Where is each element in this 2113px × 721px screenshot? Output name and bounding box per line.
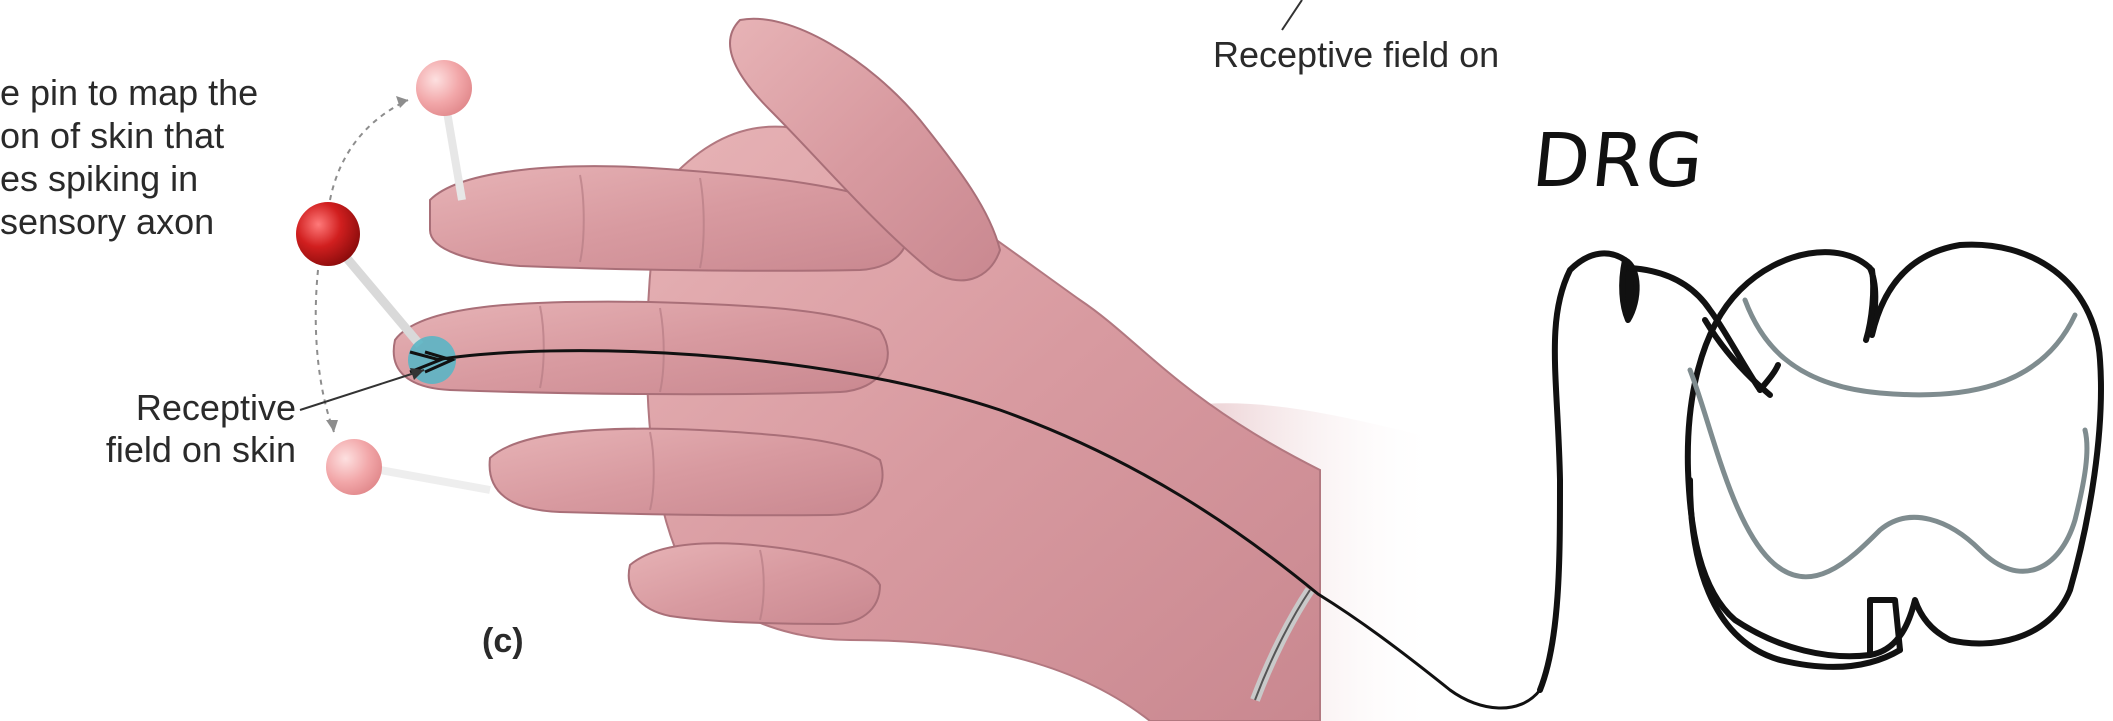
middle-finger xyxy=(394,302,888,395)
lower-pin-shaft xyxy=(380,470,490,490)
panel-letter: (c) xyxy=(482,620,524,662)
instruction-line: on of skin that xyxy=(0,115,258,158)
pin-path-arc-down xyxy=(316,270,334,432)
spinal-cord-sketch xyxy=(1540,245,2101,690)
active-pin-shaft xyxy=(340,250,420,345)
receptive-field-top-label: Receptive field on xyxy=(1213,34,1499,76)
instruction-line: e pin to map the xyxy=(0,72,258,115)
receptive-field-label-line: Receptive xyxy=(0,387,296,429)
instruction-line: sensory axon xyxy=(0,201,258,244)
receptive-field-leader xyxy=(300,370,424,410)
drg-annotation: DRG xyxy=(1531,140,1707,182)
instruction-line: es spiking in xyxy=(0,158,258,201)
receptive-field-label: Receptive field on skin xyxy=(0,387,296,471)
ring-finger xyxy=(490,429,883,516)
lower-pin-head xyxy=(326,439,382,495)
receptive-field-label-line: field on skin xyxy=(0,429,296,471)
top-label-leader xyxy=(1282,0,1302,30)
gray-matter-outline xyxy=(1690,300,2087,577)
pin-instruction-text: e pin to map the on of skin that es spik… xyxy=(0,72,258,244)
pin-path-arc-up xyxy=(330,100,408,200)
upper-pin-head xyxy=(416,60,472,116)
active-pin-head xyxy=(296,202,360,266)
